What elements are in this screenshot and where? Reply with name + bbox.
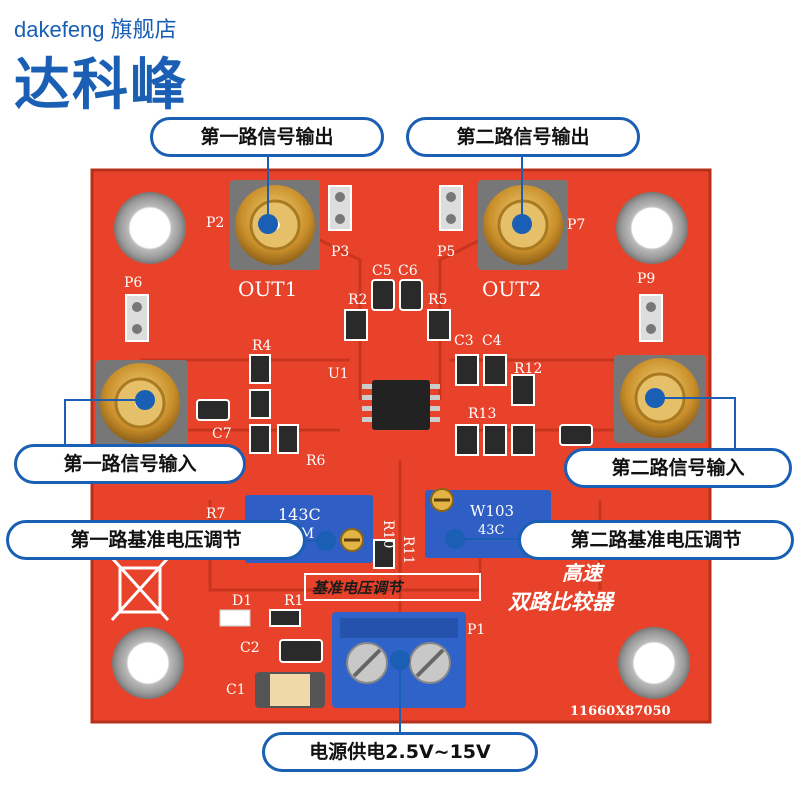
store-name-en: dakefeng [14, 17, 105, 42]
pin-headers [125, 185, 663, 342]
silk-ref-label: 基准电压调节 [312, 579, 405, 597]
silk-d1: D1 [232, 593, 252, 609]
ref-label-box [304, 573, 481, 601]
comparator-ic [362, 380, 440, 430]
silk-c5: C5 [372, 263, 392, 279]
mounting-hole-tr [616, 192, 688, 264]
silk-r10: R10 [380, 520, 396, 548]
silk-c2: C2 [240, 640, 260, 656]
pin-header-pads [132, 192, 656, 334]
silk-r6: R6 [306, 453, 326, 469]
store-logo-text: 达科峰 [14, 53, 188, 118]
pot2-sub: 43C [478, 523, 505, 538]
silk-u1: U1 [328, 366, 349, 382]
store-name: dakefeng 旗舰店 [14, 12, 177, 44]
silk-c3: C3 [454, 333, 474, 349]
pot1-code: 143C [278, 505, 321, 524]
callout-in1: 第一路信号输入 [14, 444, 246, 484]
mounting-hole-tl [114, 192, 186, 264]
silk-serial: 11660X87050 [570, 704, 671, 719]
silk-r13: R13 [468, 406, 496, 422]
silk-c7: C7 [212, 426, 232, 442]
callout-out2: 第二路信号输出 [406, 117, 640, 157]
silk-p9: P9 [637, 271, 655, 287]
silk-out1: OUT1 [238, 277, 297, 301]
silk-r7: R7 [206, 506, 225, 522]
callout-out1: 第一路信号输出 [150, 117, 384, 157]
silk-p2: P2 [206, 215, 224, 231]
silk-p3: P3 [331, 244, 349, 260]
capacitor-c1 [255, 672, 325, 708]
led-d1 [219, 609, 251, 627]
silk-c4: C4 [482, 333, 502, 349]
callout-power: 电源供电2.5V~15V [262, 732, 538, 772]
callout-in2: 第二路信号输入 [564, 448, 792, 488]
silk-c1: C1 [226, 682, 246, 698]
silk-r4: R4 [252, 338, 272, 354]
weee-symbol [110, 556, 170, 622]
store-suffix: 旗舰店 [110, 17, 177, 42]
silk-r1: R1 [284, 593, 303, 609]
silk-p5: P5 [437, 244, 455, 260]
callout-ref2: 第二路基准电压调节 [518, 520, 794, 560]
mounting-hole-br [618, 627, 690, 699]
silk-out2: OUT2 [482, 277, 541, 301]
silk-r12: R12 [514, 361, 542, 377]
mounting-hole-bl [112, 627, 184, 699]
silk-r5: R5 [428, 292, 447, 308]
silk-p7: P7 [567, 217, 585, 233]
silk-p1: P1 [467, 622, 485, 638]
smd-components [196, 279, 593, 663]
silk-title-2: 双路比较器 [507, 589, 616, 614]
silk-p6: P6 [124, 275, 142, 291]
callout-ref1: 第一路基准电压调节 [6, 520, 306, 560]
pot2-code: W103 [470, 502, 514, 520]
silk-c6: C6 [398, 263, 418, 279]
silk-r11: R11 [400, 536, 416, 564]
silk-title-1: 高速 [562, 561, 606, 585]
silk-r2: R2 [348, 292, 367, 308]
callout-dots [135, 214, 665, 670]
